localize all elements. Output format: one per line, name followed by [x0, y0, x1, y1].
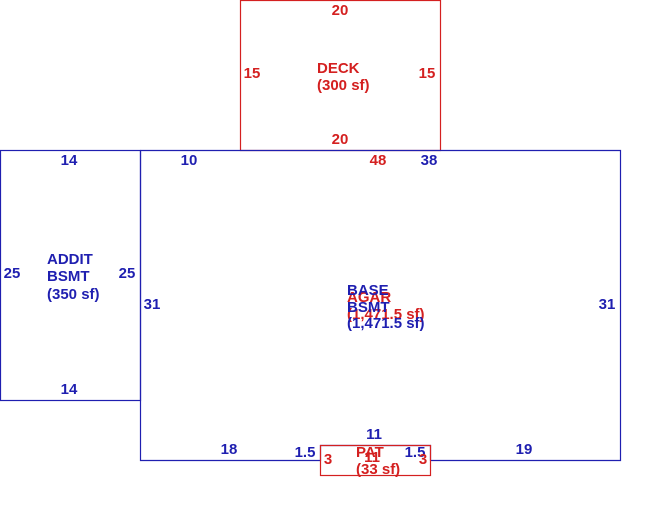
base-notch-top-dimension: 11	[366, 426, 382, 443]
deck-right-dimension: 15	[419, 65, 436, 82]
base-label-line1: BASE	[347, 282, 389, 299]
patio-label: PAT	[356, 444, 384, 461]
center-labels: AGAR (1,471.5 sf) BASE BSMT (1,471.5 sf)	[347, 282, 425, 332]
base-notch-right-dimension: 1.5	[405, 444, 426, 461]
addit-bsmt-area: 14 14 25 25 ADDIT BSMT (350 sf)	[0, 149, 142, 402]
addit-label-line2: BSMT	[47, 268, 90, 285]
patio-area: 3 3 11 PAT (33 sf)	[319, 444, 432, 478]
addit-right-dimension: 25	[119, 265, 136, 282]
deck-label: DECK	[317, 60, 360, 77]
addit-bottom-dimension: 14	[61, 381, 78, 398]
deck-left-dimension: 15	[244, 65, 261, 82]
addit-top-dimension: 14	[61, 152, 78, 169]
deck-top-dimension: 20	[332, 2, 349, 19]
base-top-right-dimension: 38	[421, 152, 438, 169]
base-notch-left-dimension: 1.5	[295, 444, 316, 461]
agarage-label: AGAR	[347, 289, 391, 306]
patio-area-label: (33 sf)	[356, 461, 400, 478]
patio-left-dimension: 3	[324, 451, 332, 468]
deck-bottom-dimension: 20	[332, 131, 349, 148]
deck-area-label: (300 sf)	[317, 77, 370, 94]
base-right-dimension: 31	[599, 296, 616, 313]
base-left-dimension: 31	[144, 296, 161, 313]
base-bottom-left-dimension: 18	[221, 441, 238, 458]
addit-area-label: (350 sf)	[47, 286, 100, 303]
deck-area: 20 20 15 15 DECK (300 sf)	[239, 0, 442, 152]
addit-label-line1: ADDIT	[47, 251, 93, 268]
patio-top-dimension: 11	[364, 449, 380, 466]
base-area-label: (1,471.5 sf)	[347, 315, 425, 332]
agarage-area-label: (1,471.5 sf)	[347, 306, 425, 323]
addit-left-dimension: 25	[4, 265, 21, 282]
base-top-left-dimension: 10	[181, 152, 198, 169]
patio-right-dimension: 3	[419, 451, 427, 468]
base-label-line2: BSMT	[347, 299, 390, 316]
patio-outline	[319, 444, 432, 477]
base-bottom-right-dimension: 19	[516, 441, 533, 458]
agarage-top-dimension: 48	[370, 152, 387, 169]
